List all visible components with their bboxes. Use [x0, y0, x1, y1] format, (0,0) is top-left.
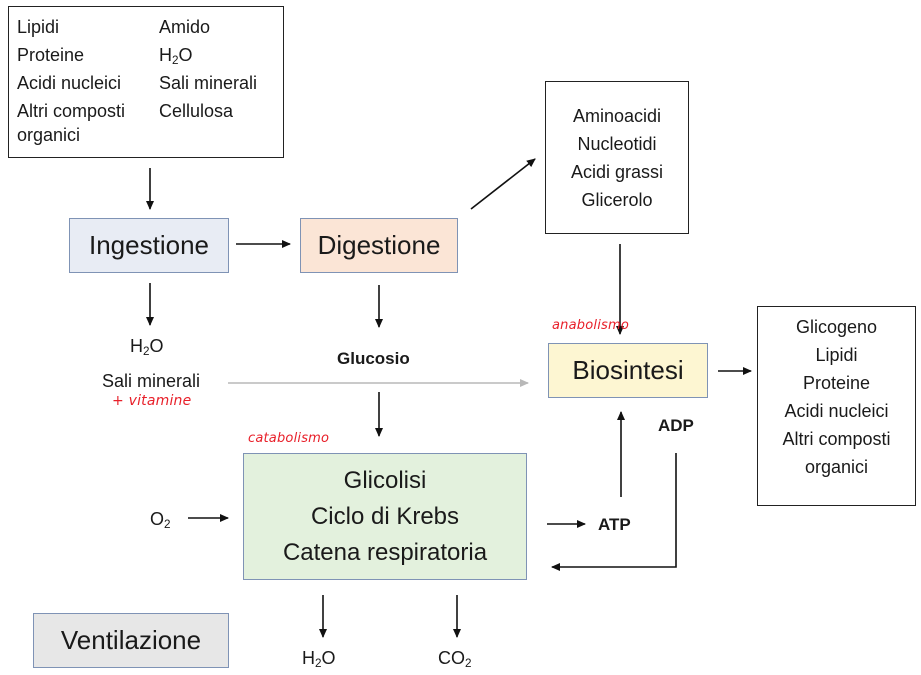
- digestione-box: Digestione: [300, 218, 458, 273]
- digestion-product: Aminoacidi: [572, 106, 662, 126]
- food-item: Cellulosa: [159, 101, 234, 121]
- biosynthesis-product: Acidi nucleici: [784, 401, 889, 421]
- digestion-product: Glicerolo: [581, 190, 653, 210]
- food-item: Amido: [159, 17, 211, 37]
- co2-label: CO2: [438, 648, 472, 670]
- biosynthesis-product: Altri composti: [782, 429, 891, 449]
- glicolisi-label: Glicolisi: [343, 466, 427, 494]
- biosintesi-box: Biosintesi: [548, 343, 708, 398]
- ventilazione-label: Ventilazione: [60, 625, 202, 655]
- catena-respiratoria-label: Catena respiratoria: [282, 538, 488, 566]
- vitamine-annotation: + vitamine: [112, 393, 192, 409]
- digestion-products-box: Aminoacidi Nucleotidi Acidi grassi Glice…: [545, 81, 689, 234]
- ingestione-box: Ingestione: [69, 218, 229, 273]
- biosynthesis-product: organici: [804, 457, 869, 477]
- food-item: Acidi nucleici: [17, 73, 122, 93]
- food-item: Lipidi: [17, 17, 60, 37]
- ingestione-label: Ingestione: [89, 230, 209, 260]
- biosintesi-label: Biosintesi: [572, 355, 684, 385]
- h2o-ingestion-label: H2O: [130, 336, 164, 358]
- ventilazione-box: Ventilazione: [33, 613, 229, 668]
- food-item: Altri composti: [17, 101, 126, 121]
- anabolismo-annotation: anabolismo: [552, 318, 629, 333]
- respiration-box: Glicolisi Ciclo di Krebs Catena respirat…: [243, 453, 527, 580]
- biosynthesis-products-box: Glicogeno Lipidi Proteine Acidi nucleici…: [757, 306, 916, 506]
- food-item: Proteine: [17, 45, 85, 65]
- o2-label: O2: [150, 509, 171, 531]
- adp-label: ADP: [658, 416, 694, 435]
- ciclo-di-krebs-label: Ciclo di Krebs: [310, 502, 460, 530]
- food-item: organici: [17, 125, 81, 145]
- sali-minerali-label: Sali minerali: [102, 371, 201, 391]
- h2o-respiration-label: H2O: [302, 648, 336, 670]
- digestion-product: Nucleotidi: [577, 134, 657, 154]
- biosynthesis-product: Glicogeno: [795, 317, 878, 337]
- arrow-digestione-to-products: [470, 158, 536, 210]
- food-item: Sali minerali: [159, 73, 258, 93]
- biosynthesis-product: Proteine: [802, 373, 871, 393]
- glucosio-label: Glucosio: [337, 349, 410, 368]
- catabolismo-annotation: catabolismo: [248, 431, 330, 446]
- food-sources-right-list: Amido H2O Sali minerali Cellulosa: [159, 13, 257, 125]
- food-sources-box: Lipidi Proteine Acidi nucleici Altri com…: [8, 6, 284, 158]
- food-sources-left-list: Lipidi Proteine Acidi nucleici Altri com…: [17, 13, 125, 149]
- digestion-product: Acidi grassi: [570, 162, 664, 182]
- arrow-adp-to-respiration: [551, 453, 677, 571]
- food-item: H2O: [159, 45, 193, 67]
- digestione-label: Digestione: [317, 230, 441, 260]
- atp-label: ATP: [598, 515, 631, 534]
- biosynthesis-product: Lipidi: [815, 345, 858, 365]
